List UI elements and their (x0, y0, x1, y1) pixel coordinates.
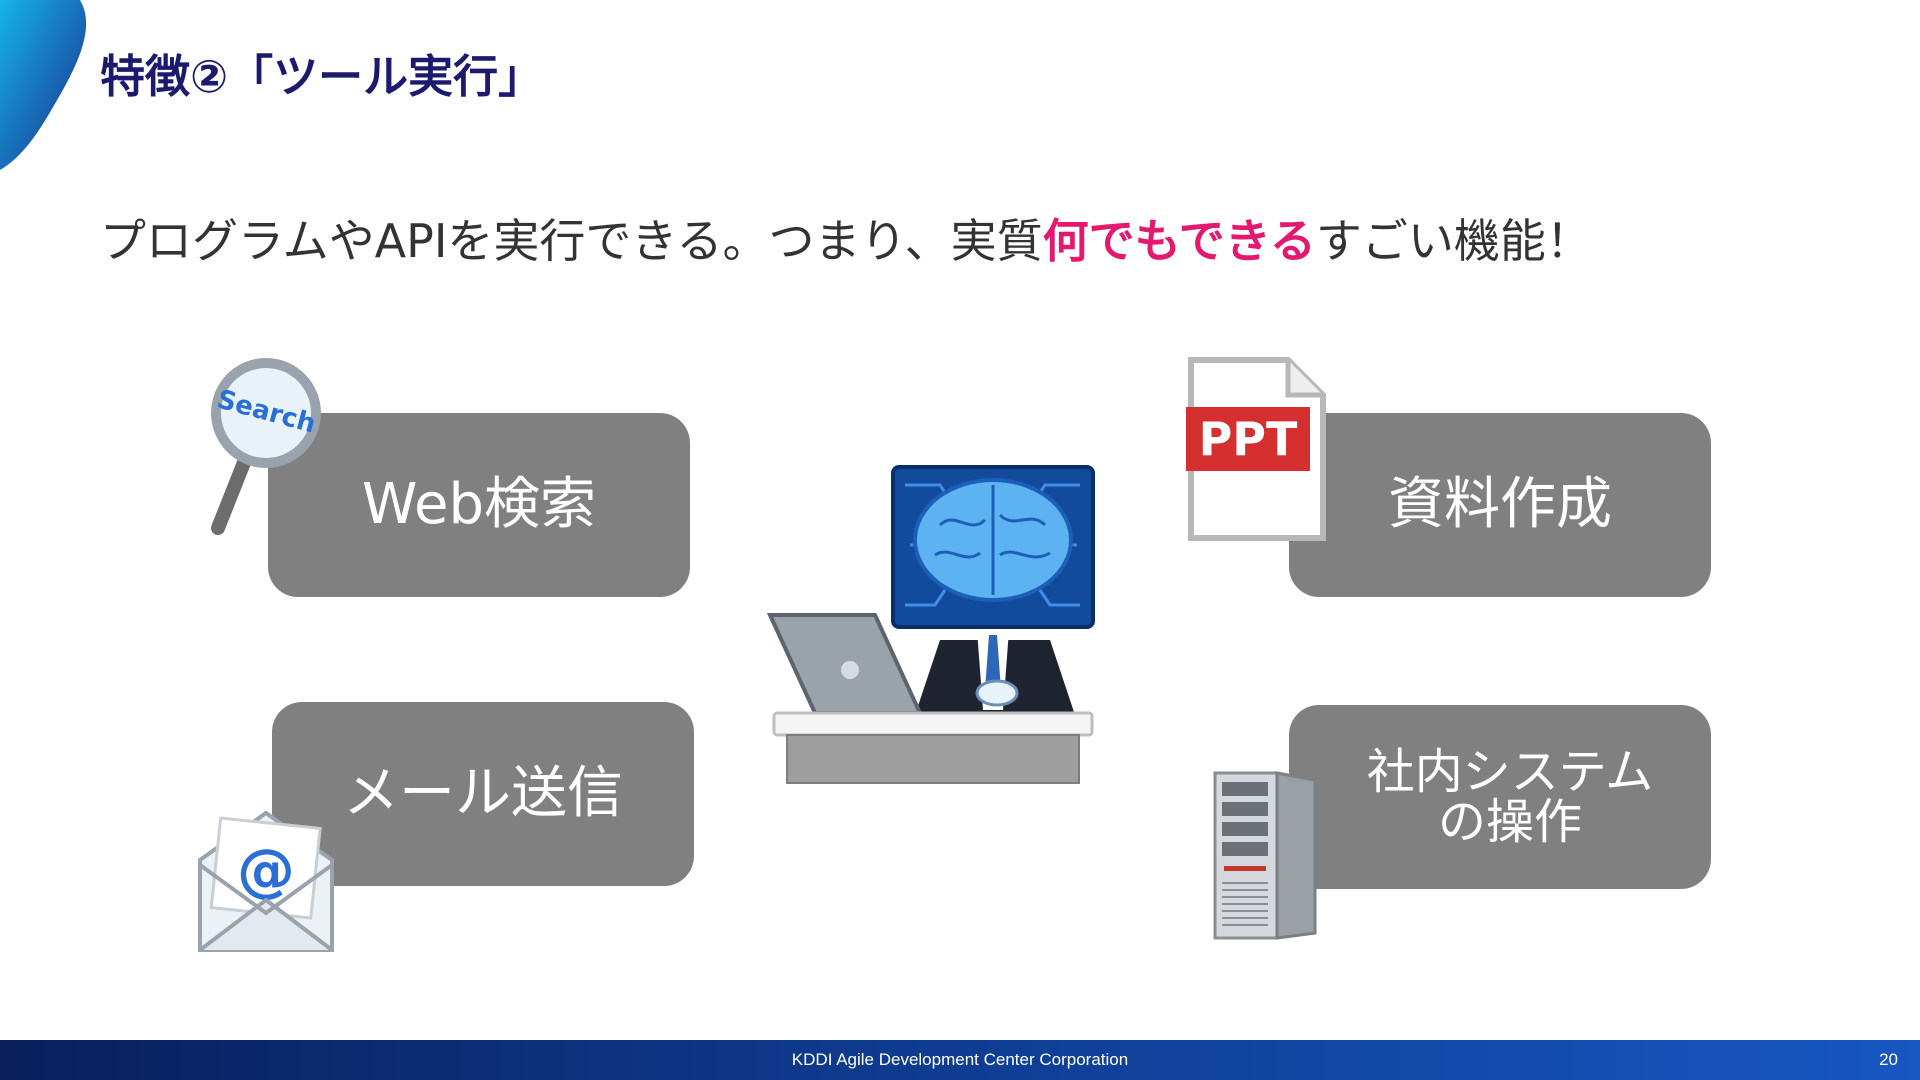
feature-web-search: Web検索 (268, 413, 690, 597)
feature-internal-system-line1: 社内システム (1366, 743, 1654, 800)
feature-internal-system: 社内システム の操作 (1289, 705, 1711, 889)
server-icon (1213, 771, 1317, 940)
subtitle-text: プログラムやAPIを実行できる。つまり、実質 (100, 214, 1043, 268)
corner-decoration (0, 0, 87, 170)
slide-title: 特徴②「ツール実行」 (100, 50, 544, 103)
slide-subtitle: プログラムやAPIを実行できる。つまり、実質何でもできるすごい機能！ (100, 205, 1592, 271)
magnifier-search-icon: Search (211, 358, 321, 535)
email-envelope-icon: @ (198, 810, 334, 952)
footer-company-name: KDDI Agile Development Center Corporatio… (791, 1050, 1129, 1069)
feature-document-creation: 資料作成 (1289, 413, 1711, 597)
feature-email-sending-label: メール送信 (343, 760, 623, 826)
subtitle-highlight: 何でもできる (1042, 214, 1316, 268)
feature-web-search-label: Web検索 (361, 471, 597, 537)
feature-email-sending: メール送信 (272, 702, 694, 886)
ai-brain-worker-illustration (766, 465, 1095, 784)
feature-document-creation-label: 資料作成 (1388, 471, 1612, 537)
ppt-label: PPT (1199, 412, 1298, 466)
footer-page-number: 20 (1879, 1050, 1898, 1069)
feature-internal-system-line2: の操作 (1437, 794, 1582, 850)
ppt-file-icon: PPT (1186, 357, 1326, 541)
subtitle-text-end: すごい機能！ (1315, 214, 1592, 268)
footer-bar: KDDI Agile Development Center Corporatio… (0, 1040, 1920, 1080)
email-symbol: @ (237, 836, 295, 904)
